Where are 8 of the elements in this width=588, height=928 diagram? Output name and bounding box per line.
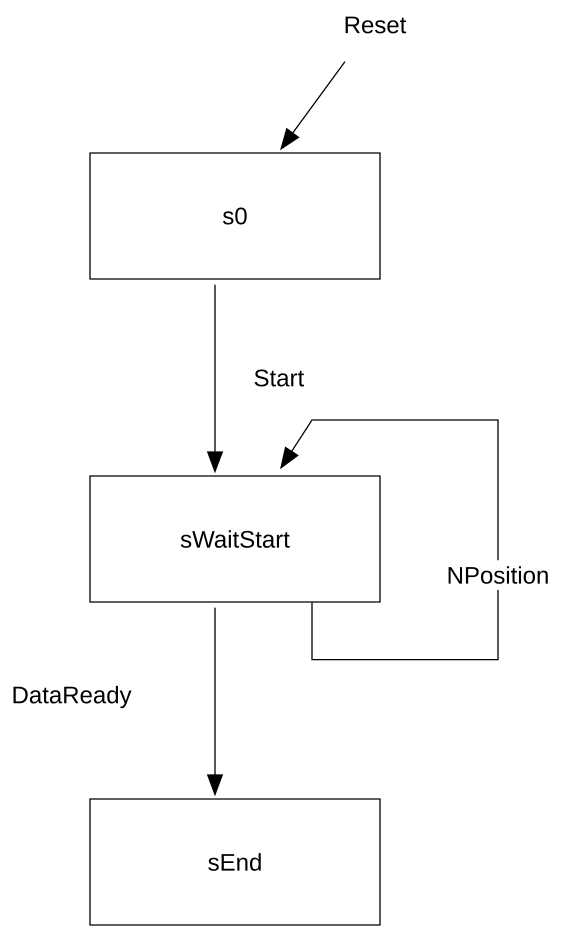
state-box: sWaitStart: [89, 475, 381, 603]
edge-label: DataReady: [14, 686, 132, 708]
state-box: s0: [89, 152, 381, 280]
edge-label: Start: [254, 370, 304, 386]
state-label: Reset: [346, 16, 406, 34]
edge-label: NPosition: [443, 560, 553, 590]
state-box: sEnd: [89, 798, 381, 926]
arrow: [280, 419, 499, 660]
